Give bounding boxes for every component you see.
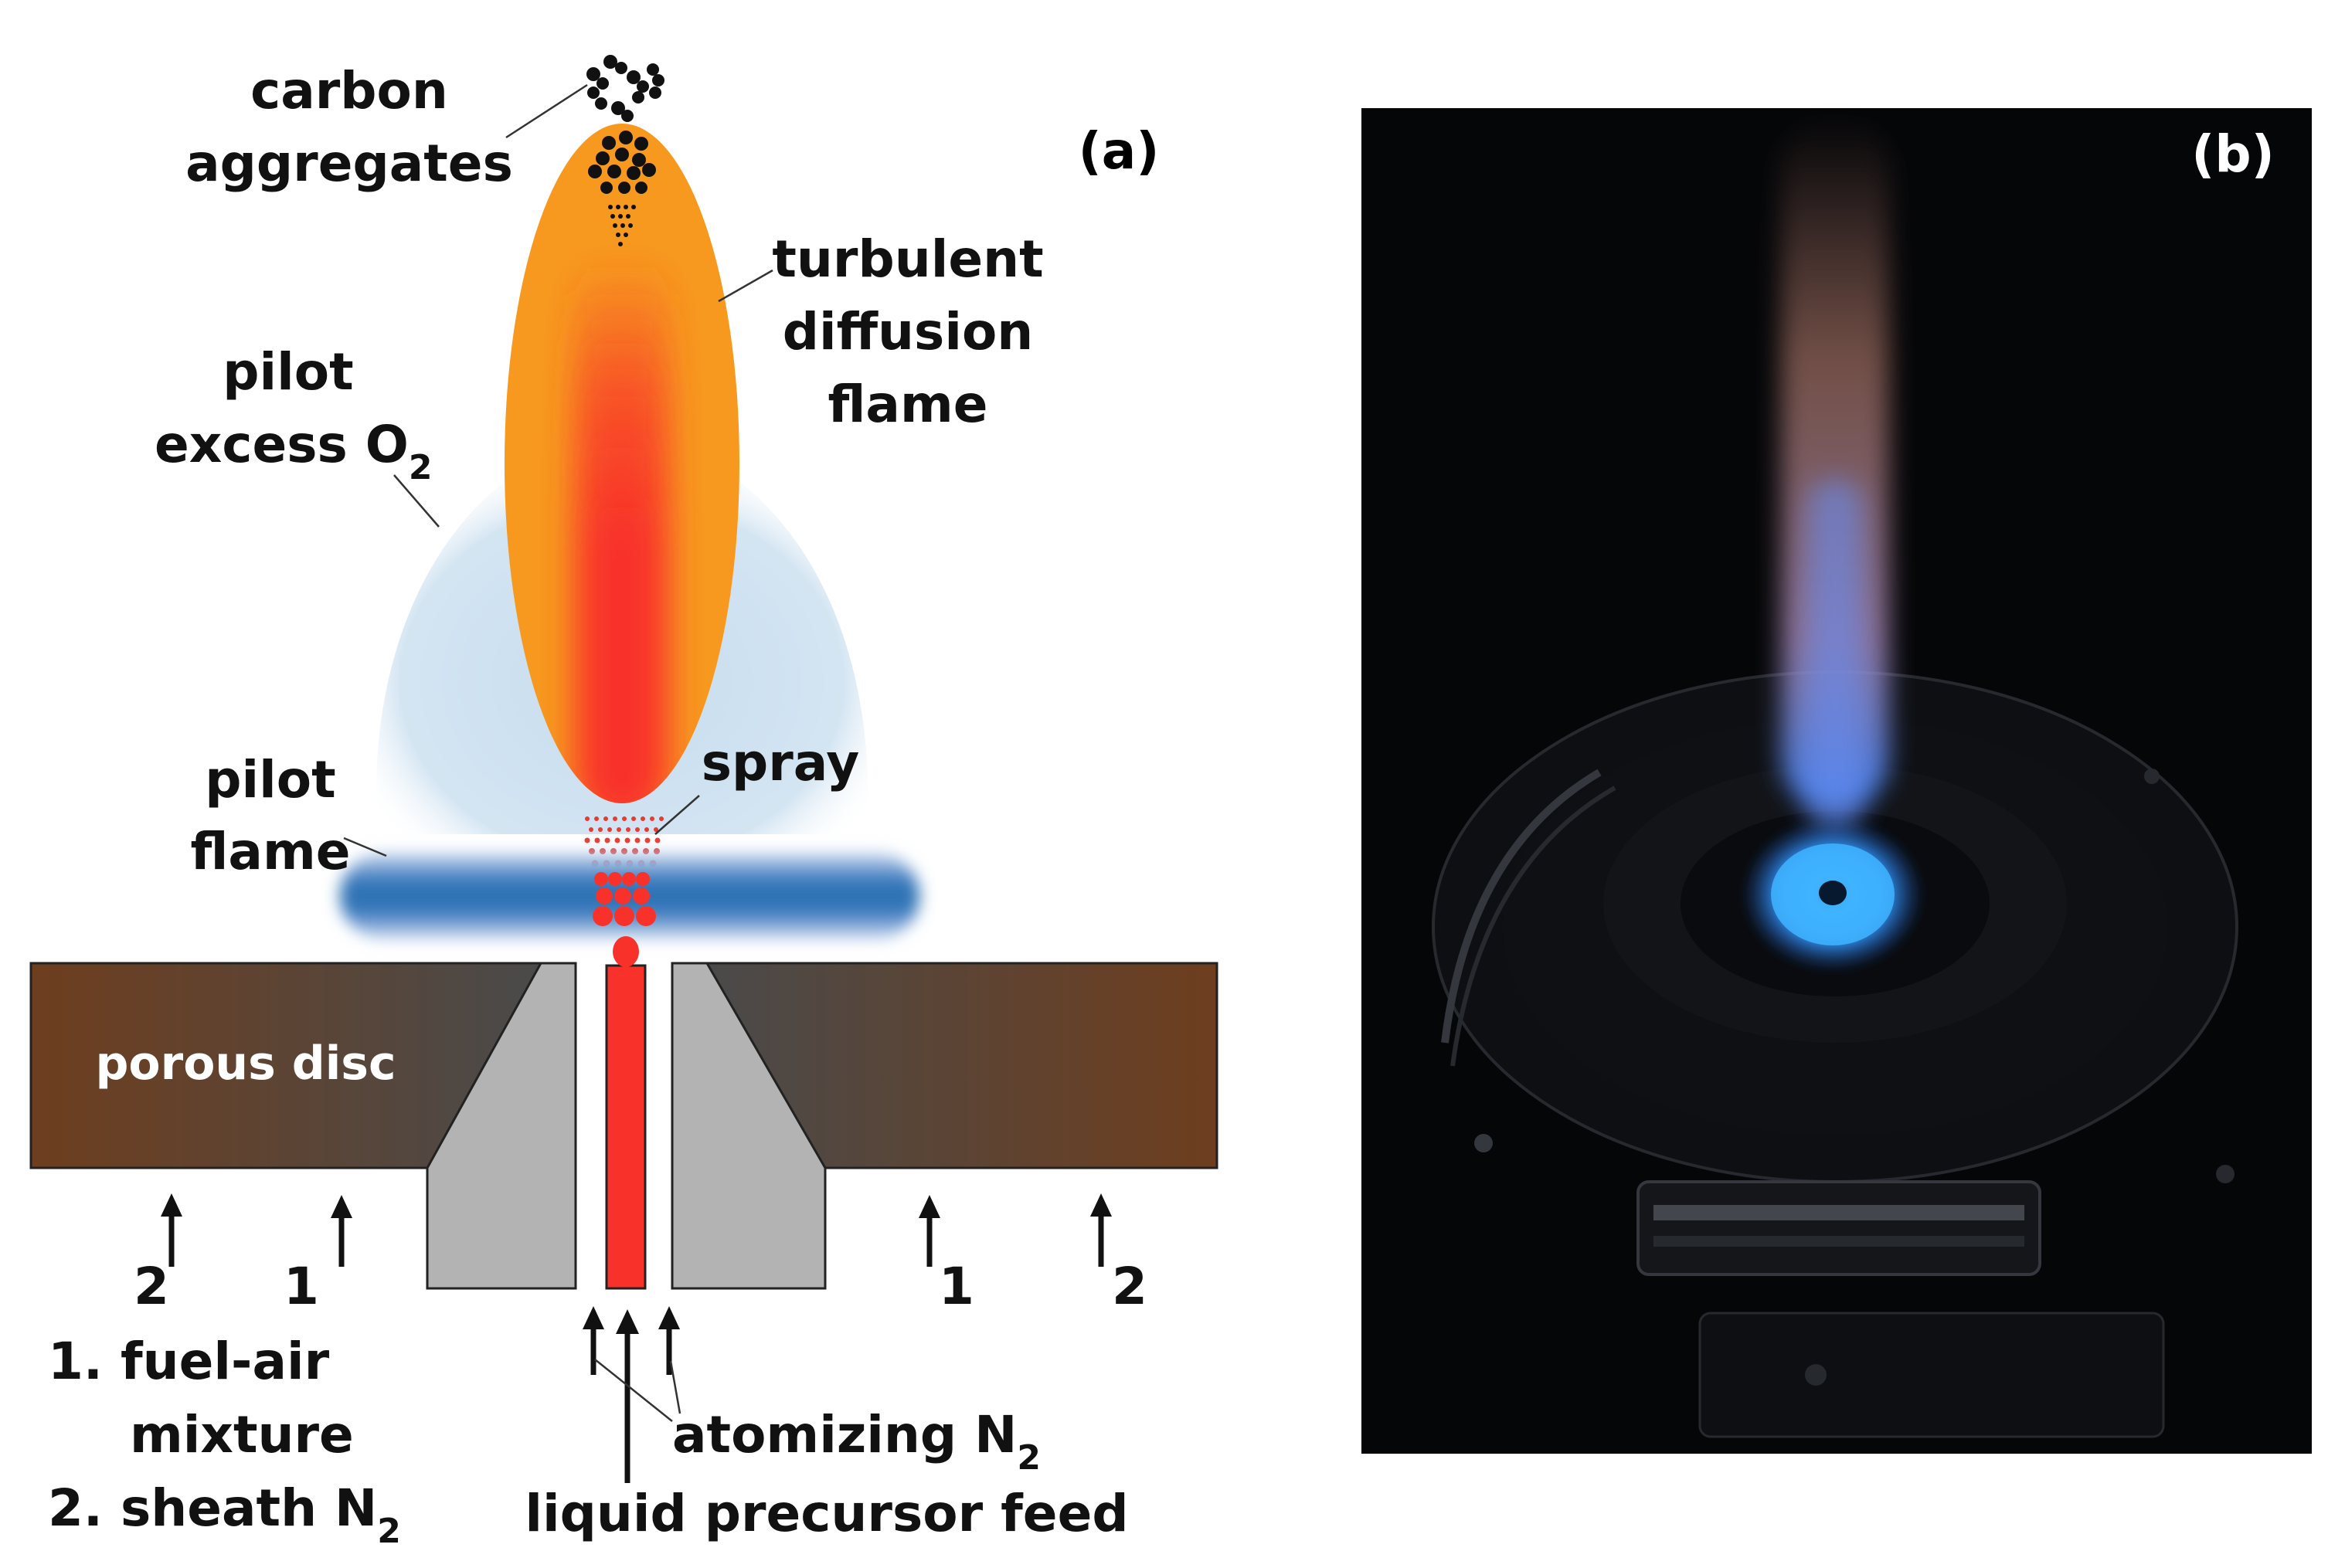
- panel-a-tag: (a): [1079, 121, 1160, 181]
- label-pilot: pilot: [205, 750, 335, 809]
- liquid-feed-tube: [605, 964, 647, 1290]
- label-legend-1b: mixture: [130, 1405, 354, 1464]
- label-liquid-feed: liquid precursor feed: [525, 1484, 1128, 1543]
- label-num-1-right: 1: [939, 1257, 974, 1316]
- label-legend-2-text: 2. sheath N: [48, 1478, 377, 1538]
- label-spray: spray: [702, 733, 860, 792]
- leader-lines: [343, 83, 773, 1422]
- label-turbulent-flame: flame: [828, 375, 988, 434]
- label-excess-sub: 2: [409, 448, 433, 487]
- label-pilot-excess-1: pilot: [223, 342, 353, 402]
- label-atomizing: atomizing N2: [672, 1405, 1041, 1478]
- panel-b-photo: (b): [1361, 108, 2312, 1454]
- label-num-1-left: 1: [284, 1257, 319, 1316]
- label-legend-2-sub: 2: [377, 1512, 401, 1551]
- nozzle-right: [671, 962, 827, 1290]
- label-pilot-flame: flame: [191, 822, 351, 881]
- flame-core: [576, 255, 668, 803]
- panel-a-schematic: carbon aggregates (a) turbulent diffusio…: [29, 55, 1218, 1551]
- label-legend-2: 2. sheath N2: [48, 1478, 401, 1551]
- flame-inner-plume: [1808, 479, 1862, 834]
- label-legend-1a: 1. fuel-air: [48, 1332, 330, 1391]
- label-aggregates: aggregates: [185, 134, 513, 193]
- label-turbulent: turbulent: [772, 229, 1043, 289]
- label-num-2-right: 2: [1112, 1257, 1147, 1316]
- spray-large-droplets: [593, 872, 656, 926]
- panel-b-tag: (b): [2191, 124, 2275, 184]
- label-atomizing-sub: 2: [1017, 1438, 1041, 1478]
- carbon-aggregates-cluster: [586, 55, 664, 122]
- feed-tip-droplet: [613, 936, 639, 967]
- label-pilot-excess-2: excess O2: [155, 415, 433, 487]
- label-atomizing-text: atomizing N: [672, 1405, 1017, 1464]
- label-carbon: carbon: [250, 61, 448, 120]
- flow-arrows: [161, 1193, 1112, 1483]
- label-porous-disc: porous disc: [95, 1037, 396, 1091]
- nozzle-left: [426, 962, 577, 1290]
- soot-particles: [588, 131, 656, 246]
- label-num-2-left: 2: [134, 1257, 169, 1316]
- label-diffusion: diffusion: [783, 302, 1034, 361]
- label-excess-o: excess O: [155, 415, 409, 474]
- nozzle-hole: [1819, 881, 1847, 905]
